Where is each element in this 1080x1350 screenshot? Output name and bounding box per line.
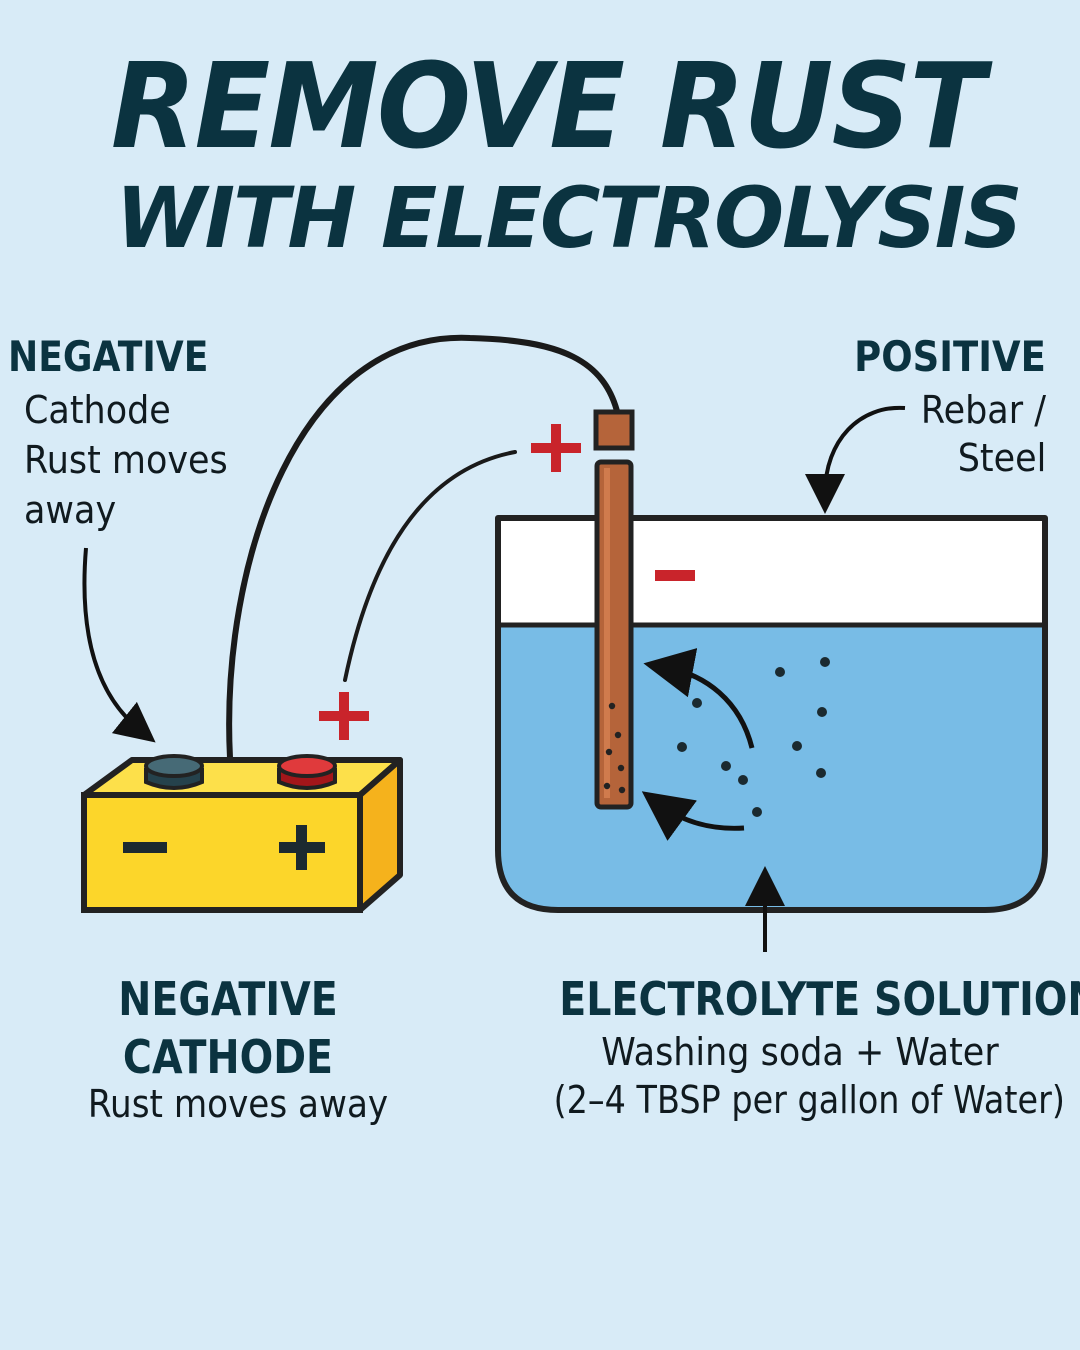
top-right-line-1: Rebar / — [920, 388, 1046, 432]
wire-to-rebar — [226, 334, 621, 761]
tank-water — [498, 625, 1045, 910]
cathode-pointer-arrow — [82, 547, 156, 743]
rebar-pointer-arrow — [805, 405, 906, 514]
top-right-line-2: Steel — [957, 436, 1046, 480]
bottom-left-line-2: CATHODE — [122, 1030, 334, 1084]
minus-sign-tank — [655, 570, 695, 581]
title-line-1: REMOVE RUST — [110, 37, 985, 175]
rebar-highlight — [604, 468, 610, 798]
battery-plus-mark — [279, 825, 325, 870]
rebar-clamp — [593, 409, 635, 451]
bottom-left-line-3: Rust moves away — [87, 1082, 389, 1126]
top-left-heading: NEGATIVE — [8, 332, 209, 381]
tank-outline — [495, 515, 1048, 913]
flow-arrow-upper — [643, 648, 755, 749]
flow-arrow-lower — [641, 791, 745, 841]
top-left-line-3: away — [24, 488, 117, 532]
wire-thin — [343, 450, 517, 682]
top-left-line-1: Cathode — [24, 388, 171, 432]
top-left-line-2: Rust moves — [24, 438, 228, 482]
terminal-positive — [277, 754, 337, 790]
title-line-2: WITH ELECTROLYSIS — [115, 169, 1023, 267]
bottom-right-line-1: Washing soda + Water — [601, 1030, 999, 1074]
battery-top — [81, 757, 403, 798]
bottom-right-line-2: (2–4 TBSP per gallon of Water) — [553, 1078, 1065, 1122]
battery-minus-mark — [123, 842, 167, 853]
plus-sign-top — [531, 424, 581, 472]
terminal-negative — [144, 754, 204, 790]
bottom-left-line-1: NEGATIVE — [118, 972, 338, 1026]
rebar-rod — [594, 459, 634, 810]
electrolyte-tank — [495, 515, 1048, 913]
plus-sign-battery — [319, 692, 369, 740]
battery — [81, 754, 403, 913]
rebar-electrode — [593, 409, 635, 810]
tank-air-space — [498, 518, 1045, 625]
bottom-right-heading: ELECTROLYTE SOLUTION — [559, 972, 1080, 1026]
top-right-heading: POSITIVE — [854, 332, 1046, 381]
rust-particles — [677, 657, 830, 817]
